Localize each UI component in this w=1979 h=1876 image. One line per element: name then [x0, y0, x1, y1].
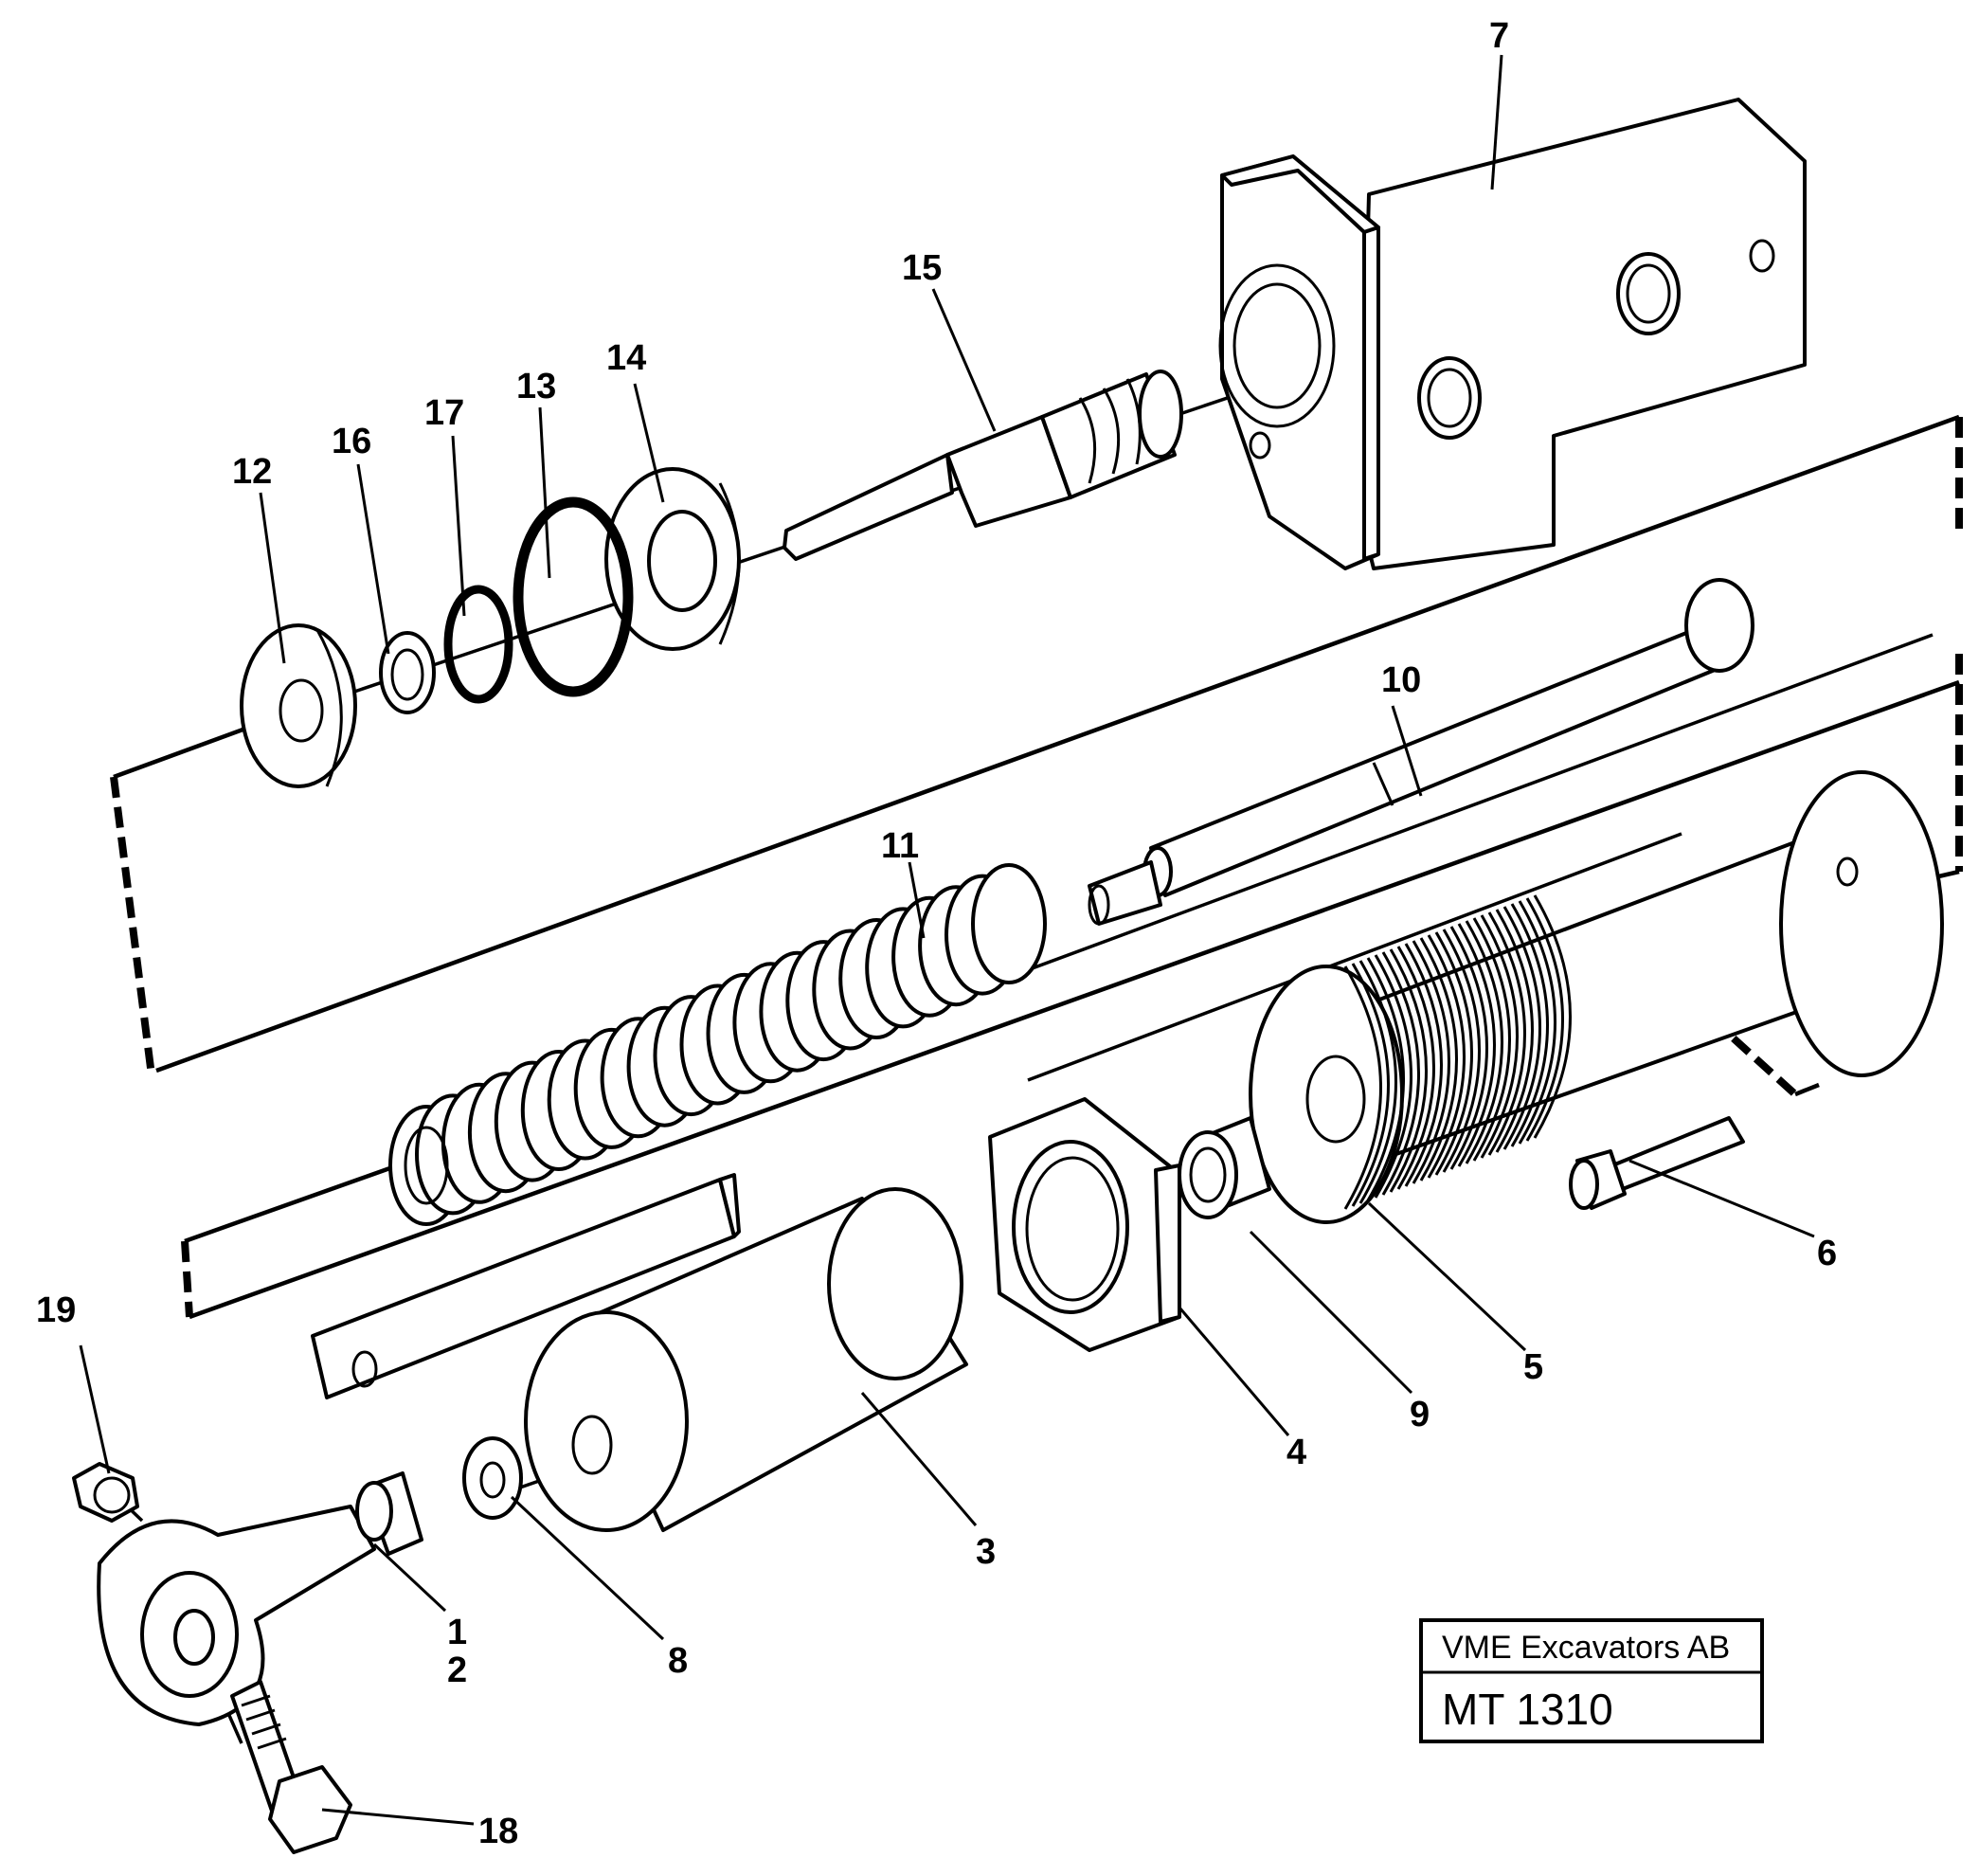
thread-line	[1472, 917, 1511, 1162]
thread-line	[1457, 923, 1496, 1167]
thread-line	[1419, 937, 1458, 1182]
label-part-1: 1	[447, 1613, 467, 1652]
thread-line	[1343, 965, 1382, 1210]
thread-line	[1525, 897, 1564, 1142]
thread-line	[1495, 909, 1534, 1153]
thread-line	[1366, 957, 1405, 1201]
label-part-17: 17	[424, 393, 464, 433]
part-10-rod	[1088, 578, 1754, 926]
part-14-seal-ring	[604, 467, 741, 651]
part-1-rod-end	[97, 1471, 423, 1726]
spring-coil	[971, 863, 1047, 984]
part-17-o-ring-small	[443, 585, 513, 704]
thread-line	[1351, 963, 1390, 1207]
label-part-16: 16	[332, 422, 371, 461]
thread-line	[1449, 926, 1488, 1170]
label-part-7: 7	[1489, 16, 1509, 56]
label-part-11: 11	[881, 826, 919, 866]
thread-line	[1412, 940, 1450, 1184]
part-11-spring	[388, 863, 1047, 1226]
part-6-bolt	[1569, 1116, 1745, 1210]
label-part-15: 15	[902, 248, 942, 288]
title-box-code: MT 1310	[1442, 1685, 1613, 1734]
part-8-washer	[462, 1436, 523, 1520]
part-19-nut	[72, 1462, 139, 1523]
thread-line	[1533, 894, 1572, 1139]
title-box: VME Excavators AB MT 1310	[1419, 1618, 1764, 1743]
thread-line	[1502, 906, 1541, 1150]
label-part-14: 14	[606, 338, 646, 378]
label-part-10: 10	[1381, 660, 1421, 700]
part-3-outer-cylinder	[311, 1173, 968, 1532]
thread-line	[1404, 943, 1443, 1187]
part-12-washer	[240, 623, 357, 788]
thread-line	[1518, 900, 1556, 1145]
part-labels: 7 15 14 13 17 16 12 10 11 6 5 9 4 3 1 2 …	[36, 16, 1837, 1851]
label-part-12: 12	[232, 452, 272, 492]
thread-line	[1510, 903, 1549, 1147]
label-part-8: 8	[668, 1641, 688, 1681]
part-4-nut	[988, 1097, 1181, 1352]
thread-line	[1480, 914, 1519, 1159]
part-16-sleeve	[379, 631, 436, 714]
label-part-18: 18	[478, 1812, 518, 1851]
thread-line	[1358, 960, 1397, 1204]
part-9-bushing	[1178, 1116, 1271, 1219]
part-7-valve-housing	[1218, 98, 1807, 570]
boundary-frames	[110, 414, 1963, 1320]
label-part-2: 2	[447, 1651, 467, 1690]
thread-line	[1434, 931, 1473, 1176]
thread-line	[1396, 946, 1435, 1190]
thread-line	[1442, 929, 1481, 1173]
title-box-company: VME Excavators AB	[1442, 1630, 1730, 1666]
thread-line	[1465, 920, 1503, 1164]
thread-line	[1389, 948, 1428, 1193]
label-part-13: 13	[516, 367, 556, 406]
label-part-19: 19	[36, 1290, 76, 1330]
label-part-9: 9	[1410, 1395, 1430, 1434]
label-part-6: 6	[1817, 1234, 1837, 1273]
label-part-3: 3	[976, 1532, 996, 1572]
part-18-bolt	[230, 1680, 352, 1854]
leader-lines	[79, 54, 1815, 1826]
label-part-4: 4	[1286, 1433, 1306, 1472]
thread-line	[1427, 934, 1466, 1179]
thread-line	[1487, 911, 1526, 1156]
part-15-plunger	[783, 370, 1183, 561]
label-part-5: 5	[1523, 1347, 1543, 1387]
thread-line	[1374, 954, 1412, 1199]
thread-line	[1381, 951, 1420, 1196]
spring-inner	[404, 1126, 449, 1205]
part-5-cylinder-tube	[1249, 770, 1944, 1224]
part-13-o-ring-large	[513, 496, 634, 697]
